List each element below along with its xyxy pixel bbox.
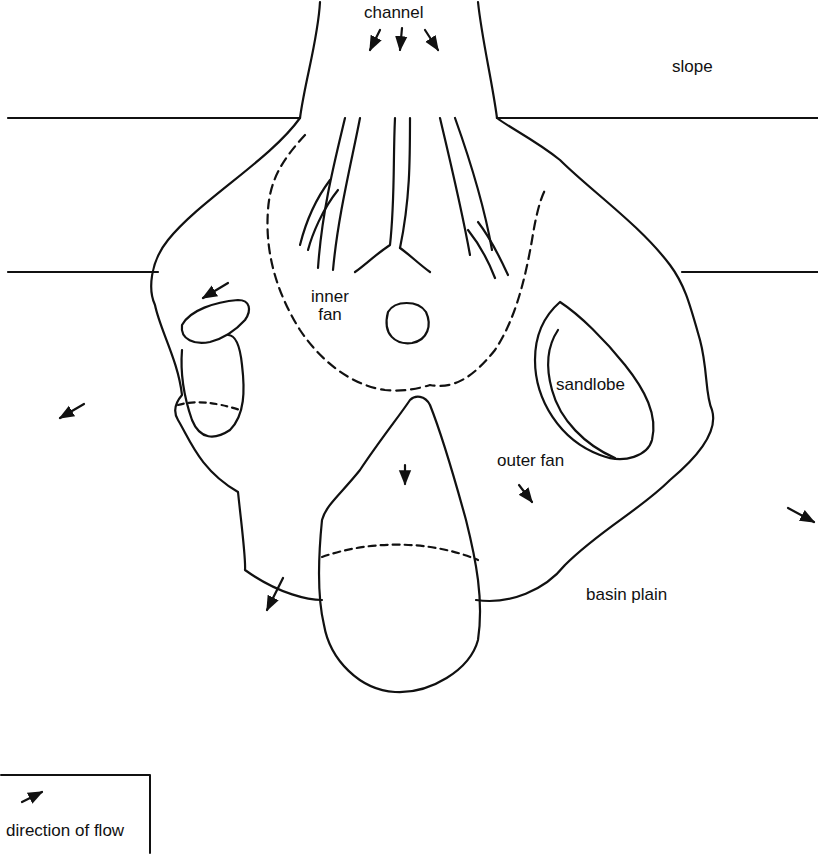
region-label: basin plain [586,586,667,604]
region-label: inner fan [306,288,354,324]
region-label: slope [672,58,713,76]
region-label: channel [362,4,426,22]
region-label: outer fan [497,452,564,470]
legend-text: direction of flow [6,822,124,840]
region-label: sandlobe [556,376,625,394]
